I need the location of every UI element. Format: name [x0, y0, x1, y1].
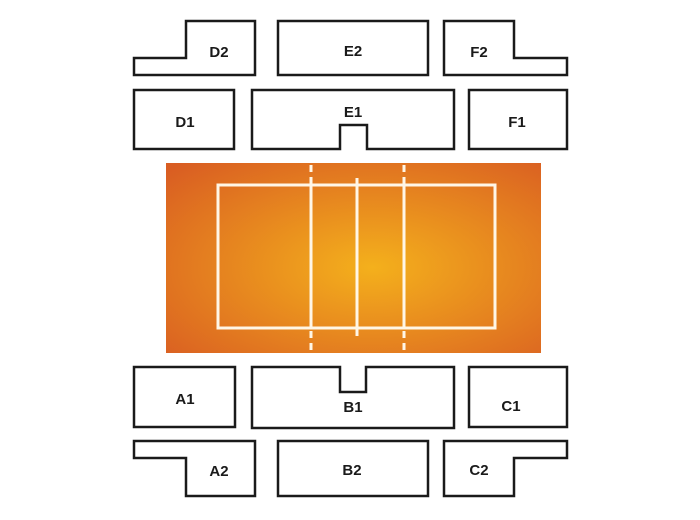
section-c2[interactable]: C2 — [442, 439, 569, 498]
section-c1[interactable]: C1 — [467, 365, 569, 429]
section-f2[interactable]: F2 — [442, 19, 569, 77]
section-d2[interactable]: D2 — [132, 19, 257, 77]
section-e2[interactable]: E2 — [276, 19, 430, 77]
section-b2[interactable]: B2 — [276, 439, 430, 498]
section-b1[interactable]: B1 — [250, 365, 456, 430]
section-a1[interactable]: A1 — [132, 365, 237, 429]
section-f1[interactable]: F1 — [467, 88, 569, 151]
section-a2[interactable]: A2 — [132, 439, 257, 498]
court-floor — [166, 163, 541, 353]
section-d1[interactable]: D1 — [132, 88, 236, 151]
volleyball-court — [166, 163, 541, 353]
section-e1[interactable]: E1 — [250, 88, 456, 151]
